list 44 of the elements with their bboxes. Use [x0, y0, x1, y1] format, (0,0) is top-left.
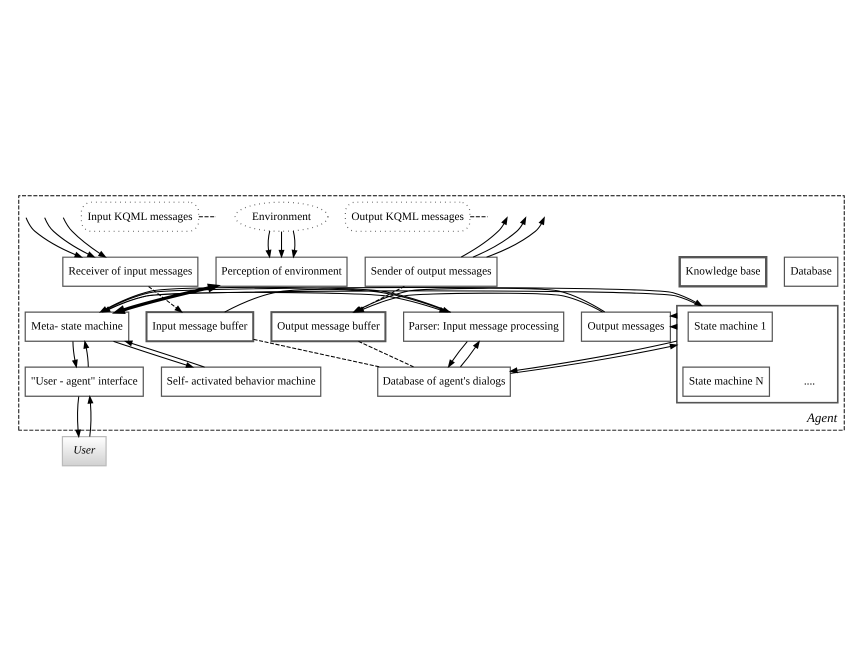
node-box: User — [62, 436, 107, 466]
arrow — [124, 340, 205, 368]
node-ellipse: Environment — [234, 202, 329, 232]
arrow — [75, 396, 82, 438]
node-box: Database — [784, 256, 838, 287]
node-box: Meta- state machine — [24, 312, 130, 342]
node-box: Output messages — [580, 312, 672, 342]
arrow — [83, 340, 90, 367]
arrow — [292, 230, 298, 258]
cluster — [676, 304, 839, 404]
arrow — [472, 216, 526, 258]
node-box: Output message buffer — [270, 311, 386, 342]
node-box: Receiver of input messages — [62, 256, 198, 287]
node-box: Self- activated behavior machine — [160, 366, 322, 397]
arrow — [112, 284, 221, 314]
connector — [470, 216, 488, 218]
node-box: Database of agent's dialogs — [377, 366, 511, 397]
node-box: Input message buffer — [146, 311, 254, 342]
node-box: Output KQML messages — [344, 202, 471, 232]
connector — [198, 216, 216, 218]
node-box: Perception of environment — [215, 256, 348, 287]
arrow — [72, 342, 78, 368]
arrow — [265, 230, 272, 258]
arrow — [460, 216, 508, 258]
arrow — [62, 217, 107, 258]
connector — [253, 338, 381, 368]
node-box: State machine 1 — [688, 312, 773, 342]
arrow — [88, 394, 94, 437]
connector — [358, 340, 414, 368]
arrow — [448, 341, 468, 368]
arrow — [148, 286, 183, 313]
arrow — [44, 217, 96, 258]
arrow — [460, 340, 480, 368]
node-box: State machine N — [682, 366, 770, 397]
arrow — [278, 232, 285, 258]
node-box: Parser: Input message processing — [403, 312, 564, 342]
node-box: "User - agent" interface — [24, 366, 144, 397]
node-box: Input KQML messages — [80, 202, 200, 232]
arrow — [113, 340, 194, 368]
node-box: Sender of output messages — [364, 256, 498, 287]
node-box: Knowledge base — [678, 256, 768, 288]
arrow — [26, 217, 84, 258]
label: .... — [804, 376, 816, 388]
arrow — [486, 216, 545, 258]
